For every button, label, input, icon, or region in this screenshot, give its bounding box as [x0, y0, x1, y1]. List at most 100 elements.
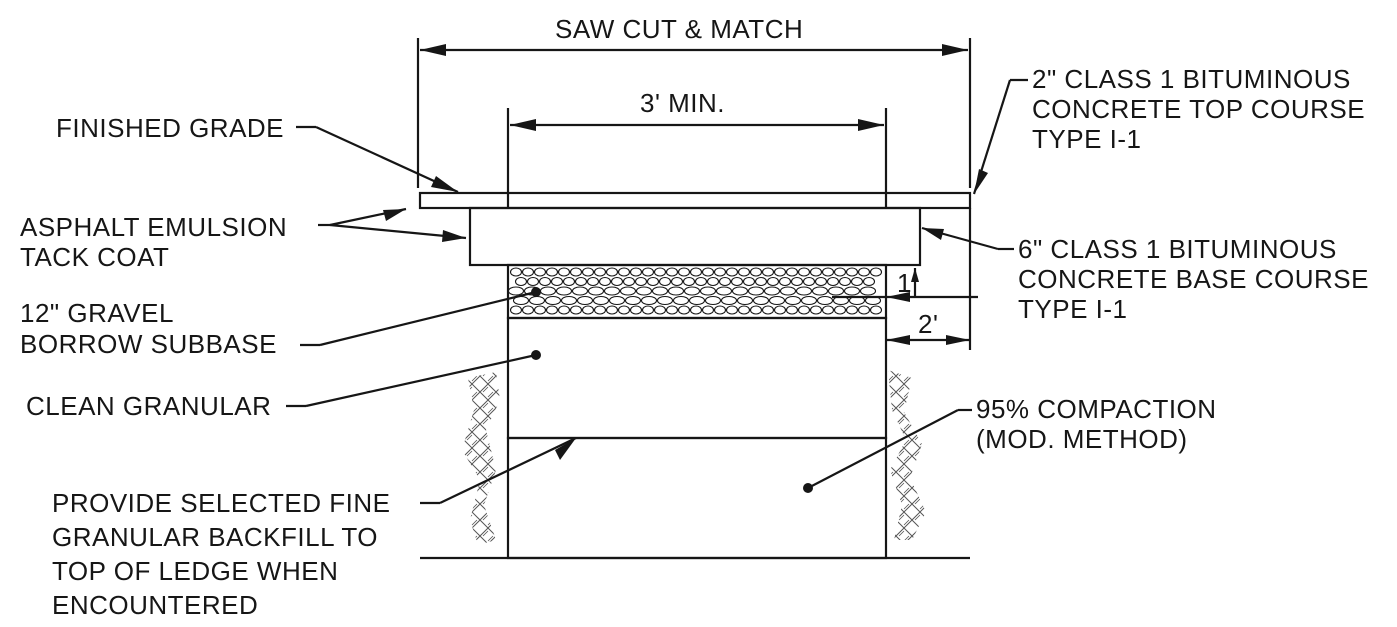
gravel-stone — [672, 295, 690, 306]
gravel-stone — [605, 267, 619, 277]
gravel-stone — [785, 267, 799, 277]
gravel-stone — [720, 295, 738, 306]
gravel-stone — [725, 305, 739, 315]
gravel-stone — [617, 305, 631, 315]
gravel-stone — [629, 305, 643, 315]
gravel-stone — [683, 286, 701, 296]
base-course-label-2: CONCRETE BASE COURSE — [1018, 264, 1369, 294]
gravel-stone — [826, 276, 840, 287]
gravel-subbase-layer — [506, 263, 888, 320]
gravel-stone — [640, 295, 658, 306]
gravel-stone — [586, 276, 600, 287]
gravel-stone — [857, 305, 871, 315]
gravel-stone — [677, 267, 691, 277]
gravel-stone — [526, 276, 540, 287]
gravel-stone — [778, 276, 792, 287]
gravel-stone — [737, 267, 751, 277]
gravel-label-2: BORROW SUBBASE — [20, 329, 277, 359]
clean-granular-layer — [506, 316, 888, 440]
gravel-stone — [658, 276, 672, 287]
gravel-stone — [688, 295, 706, 306]
gravel-stone — [622, 276, 636, 287]
leader-lines — [286, 78, 1028, 505]
gravel-stone — [571, 286, 589, 296]
gravel-stone — [560, 295, 578, 306]
gravel-stone — [646, 276, 660, 287]
saw-cut-label: SAW CUT & MATCH — [555, 14, 803, 44]
gravel-stone — [725, 267, 739, 277]
gravel-stone — [550, 276, 564, 287]
backfill-label-4: ENCOUNTERED — [52, 590, 258, 620]
gravel-stone — [761, 305, 775, 315]
compaction-label-1: 95% COMPACTION — [976, 394, 1217, 424]
gravel-stone — [713, 305, 727, 315]
gravel-stone — [610, 276, 624, 287]
gravel-stone — [701, 305, 715, 315]
gravel-stone — [749, 267, 763, 277]
gravel-stone — [514, 276, 528, 287]
selected-backfill-layer — [506, 436, 888, 560]
slope-indicator — [832, 268, 978, 302]
gravel-stone — [713, 267, 727, 277]
gravel-stone — [784, 295, 802, 306]
native-soil-left — [462, 372, 500, 545]
gravel-stone — [624, 295, 642, 306]
gravel-stone — [677, 305, 691, 315]
top-course-label-1: 2" CLASS 1 BITUMINOUS — [1032, 64, 1351, 94]
gravel-stone — [809, 267, 823, 277]
gravel-stone — [802, 276, 816, 287]
gravel-stone — [694, 276, 708, 287]
base-course-label-1: 6" CLASS 1 BITUMINOUS — [1018, 234, 1337, 264]
gravel-stone — [538, 276, 552, 287]
saw-cut-dimension — [416, 38, 972, 188]
gravel-stone — [509, 305, 523, 315]
gravel-stone — [634, 276, 648, 287]
gravel-stone — [779, 286, 797, 296]
min-width-label: 3' MIN. — [640, 88, 725, 118]
slope-rise-label: 1 — [897, 268, 912, 298]
gravel-stone — [603, 286, 621, 296]
gravel-stone — [653, 305, 667, 315]
gravel-stone — [773, 267, 787, 277]
gravel-stone — [665, 305, 679, 315]
gravel-stone — [507, 286, 525, 296]
gravel-stone — [593, 267, 607, 277]
gravel-stone — [689, 267, 703, 277]
backfill-label-2: GRANULAR BACKFILL TO — [52, 522, 378, 552]
gravel-stone — [509, 267, 523, 277]
gravel-stone — [773, 305, 787, 315]
gravel-stone — [821, 267, 835, 277]
gravel-stone — [747, 286, 765, 296]
gravel-stone — [545, 267, 559, 277]
gravel-stone — [651, 286, 669, 296]
gravel-stone — [833, 305, 847, 315]
clean-granular-label: CLEAN GRANULAR — [26, 391, 271, 421]
gravel-stone — [521, 305, 535, 315]
gravel-label-1: 12" GRAVEL — [20, 298, 174, 328]
gravel-stone — [737, 305, 751, 315]
gravel-stone — [629, 267, 643, 277]
gravel-stone — [763, 286, 781, 296]
compaction-label-2: (MOD. METHOD) — [976, 424, 1188, 454]
gravel-stone — [689, 305, 703, 315]
gravel-stone — [704, 295, 722, 306]
gravel-stone — [667, 286, 685, 296]
gravel-stone — [521, 267, 535, 277]
gravel-stone — [845, 305, 859, 315]
gravel-stone — [617, 267, 631, 277]
gravel-stone — [701, 267, 715, 277]
gravel-stone — [869, 267, 883, 277]
gravel-stone — [665, 267, 679, 277]
gravel-stone — [862, 276, 876, 287]
tack-coat-label-1: ASPHALT EMULSION — [20, 212, 287, 242]
tack-coat-label-2: TACK COAT — [20, 242, 169, 272]
gravel-stone — [797, 267, 811, 277]
gravel-stone — [592, 295, 610, 306]
gravel-stone — [850, 276, 864, 287]
gravel-stone — [790, 276, 804, 287]
gravel-stone — [761, 267, 775, 277]
gravel-stone — [833, 267, 847, 277]
gravel-stone — [557, 267, 571, 277]
gravel-stone — [581, 267, 595, 277]
gravel-stone — [544, 295, 562, 306]
